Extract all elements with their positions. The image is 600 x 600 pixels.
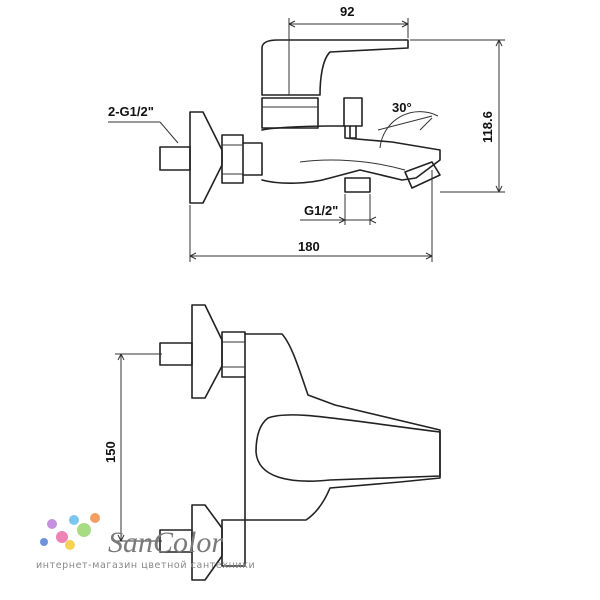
dim-center-distance: 150 [103,353,162,542]
logo-dot [47,519,57,529]
watermark: SanColor интернет-магазин цветной сантех… [36,513,255,571]
dim-lever-width: 92 [288,4,409,95]
dim-inlet-thread: 2-G1/2" [108,104,179,144]
logo-dot [69,515,79,525]
side-view [159,39,441,204]
logo-dot [77,523,91,537]
dim-92-label: 92 [340,4,354,19]
dim-118-label: 118.6 [480,111,495,143]
dim-length: 180 [189,170,433,262]
watermark-brand: SanColor [108,526,223,559]
logo-dot [65,540,75,550]
dim-180-label: 180 [298,239,320,254]
logo-dot [90,513,100,523]
dim-30-label: 30° [392,100,412,115]
watermark-dots [40,513,100,550]
outlet-thread-label: G1/2" [304,203,338,218]
dim-150-label: 150 [103,441,118,463]
front-view [159,304,441,581]
dim-height: 118.6 [410,39,505,193]
logo-dot [56,531,68,543]
logo-dot [40,538,48,546]
inlet-thread-label: 2-G1/2" [108,104,154,119]
dim-angle: 30° [377,100,439,149]
dim-outlet-thread: G1/2" [300,194,377,225]
watermark-tagline: интернет-магазин цветной сантехники [36,560,255,571]
